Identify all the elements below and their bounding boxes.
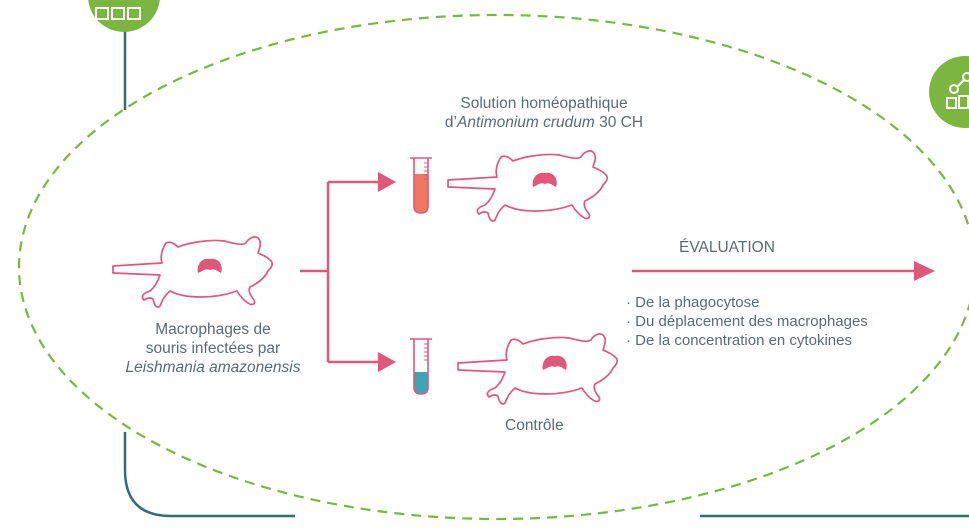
- treatment-dilution: 30 CH: [594, 114, 644, 131]
- mouse-control-icon: [457, 333, 619, 405]
- evaluation-item-text: De la phagocytose: [635, 294, 760, 311]
- study-ellipse: [18, 13, 969, 521]
- grid-icon: [95, 7, 141, 20]
- test-tube-control: [410, 338, 432, 395]
- control-label: Contrôle: [505, 417, 564, 434]
- treatment-line-2: d’Antimonium crudum 30 CH: [418, 113, 670, 132]
- test-tube-treatment: [410, 157, 432, 214]
- treatment-prefix: d’: [444, 114, 457, 131]
- branch-connector: [300, 180, 384, 364]
- treatment-label: Solution homéopathique d’Antimonium crud…: [418, 94, 670, 132]
- evaluation-title: ÉVALUATION: [679, 239, 775, 256]
- evaluation-item: · De la concentration en cytokines: [626, 332, 852, 349]
- evaluation-item-text: Du déplacement des macrophages: [635, 313, 868, 330]
- evaluation-item: · Du déplacement des macrophages: [626, 313, 868, 330]
- infected-mice-label: Macrophages de souris infectées par Leis…: [108, 320, 318, 377]
- infected-line-2: souris infectées par: [145, 340, 281, 357]
- top-right-badge: [929, 56, 969, 128]
- evaluation-item-text: De la concentration en cytokines: [635, 332, 852, 349]
- mouse-treatment-icon: [447, 150, 609, 222]
- evaluation-item: · De la phagocytose: [626, 294, 760, 311]
- arrow-head-treatment: [378, 172, 396, 192]
- arrow-head-control: [378, 352, 396, 372]
- treatment-line-1: Solution homéopathique: [460, 95, 628, 112]
- mouse-infected-icon: [112, 236, 274, 308]
- network-icon: [946, 72, 969, 109]
- evaluation-list: · De la phagocytose · Du déplacement des…: [626, 293, 868, 350]
- infected-line-1: Macrophages de: [155, 321, 271, 338]
- evaluation-arrow: [632, 261, 935, 281]
- treatment-remedy-name: Antimonium crudum: [457, 114, 595, 131]
- frame-line-left-bottom: [123, 432, 295, 518]
- top-left-badge: [88, 0, 160, 32]
- infected-line-3: Leishmania amazonensis: [125, 359, 301, 376]
